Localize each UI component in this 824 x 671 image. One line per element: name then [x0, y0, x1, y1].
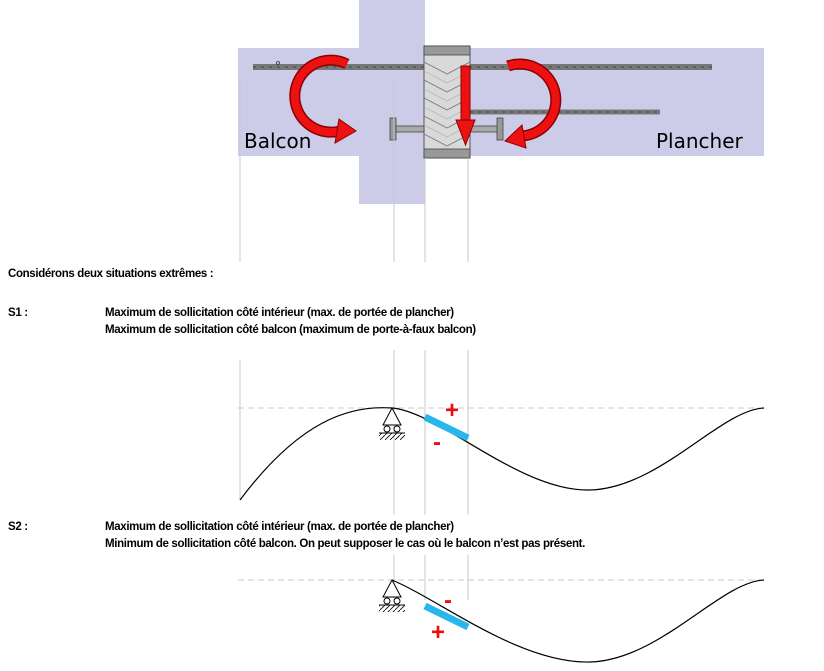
s2-moment-diagram	[238, 578, 765, 663]
label-floor: Plancher	[656, 129, 743, 153]
s1-highlight-segment	[423, 413, 470, 442]
s2-highlight-segment	[423, 602, 470, 631]
s2-moment-curve	[391, 579, 765, 663]
moment-arrow-right	[504, 58, 562, 149]
s1-minus-sign: -	[433, 429, 441, 456]
label-balcony: Balcon	[244, 129, 312, 153]
s1-id: S1 :	[8, 307, 28, 319]
s2-line-2: Minimum de sollicitation côté balcon. On…	[105, 538, 585, 550]
s1-line-1: Maximum de sollicitation côté intérieur …	[105, 307, 454, 319]
s1-support-icon	[379, 406, 405, 440]
intro-text: Considérons deux situations extrêmes :	[8, 268, 214, 280]
s2-line-1: Maximum de sollicitation côté intérieur …	[105, 521, 454, 533]
s1-plus-sign: +	[445, 397, 460, 424]
s1-moment-diagram	[238, 406, 765, 501]
s1-moment-curve	[239, 407, 765, 501]
moment-arrow-left	[289, 54, 357, 144]
s2-id: S2 :	[8, 521, 28, 533]
s2-support-icon	[379, 578, 405, 612]
s2-minus-sign: -	[444, 587, 452, 614]
thermal-break-detail	[238, 0, 764, 204]
shear-bar-left	[389, 117, 425, 141]
vertical-wall-band	[359, 0, 425, 204]
s2-plus-sign: +	[431, 619, 446, 646]
s1-line-2: Maximum de sollicitation côté balcon (ma…	[105, 324, 476, 336]
load-arrow-down	[455, 65, 476, 147]
